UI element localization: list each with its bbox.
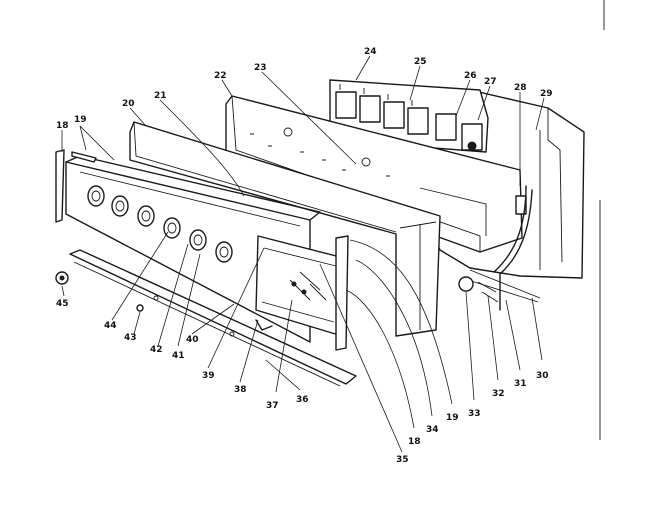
leader-lines [61,55,545,453]
label-20: 20 [122,99,135,109]
label-18-top: 18 [56,121,69,131]
label-24: 24 [364,47,377,57]
label-21: 21 [154,91,167,101]
label-34: 34 [426,425,439,435]
label-26: 26 [464,71,477,81]
label-32: 32 [492,389,505,399]
label-41: 41 [172,351,185,361]
label-19-bottom: 19 [446,413,459,423]
lower-trim-strip [69,249,357,387]
label-23: 23 [254,63,267,73]
label-45: 45 [56,299,69,309]
label-40: 40 [186,335,199,345]
label-25: 25 [414,57,427,67]
label-43: 43 [124,333,137,343]
label-36: 36 [296,395,309,405]
small-parts [55,271,499,331]
label-42: 42 [150,345,163,355]
label-30: 30 [536,371,549,381]
label-29: 29 [540,89,553,99]
label-33: 33 [468,409,481,419]
edge-marks [599,0,605,440]
wiring-harness [467,185,541,311]
label-35: 35 [396,455,409,465]
label-37: 37 [266,401,279,411]
label-39: 39 [202,371,215,381]
control-knobs [87,185,233,263]
label-27: 27 [484,77,497,87]
label-22: 22 [214,71,227,81]
part-labels: 18 19 20 21 22 23 24 25 26 27 28 29 30 3… [56,47,553,465]
label-18-bottom: 18 [408,437,421,447]
label-28: 28 [514,83,527,93]
label-44: 44 [104,321,117,331]
control-panel-housing [129,121,441,337]
label-31: 31 [514,379,527,389]
label-38: 38 [234,385,247,395]
label-19-top: 19 [74,115,87,125]
